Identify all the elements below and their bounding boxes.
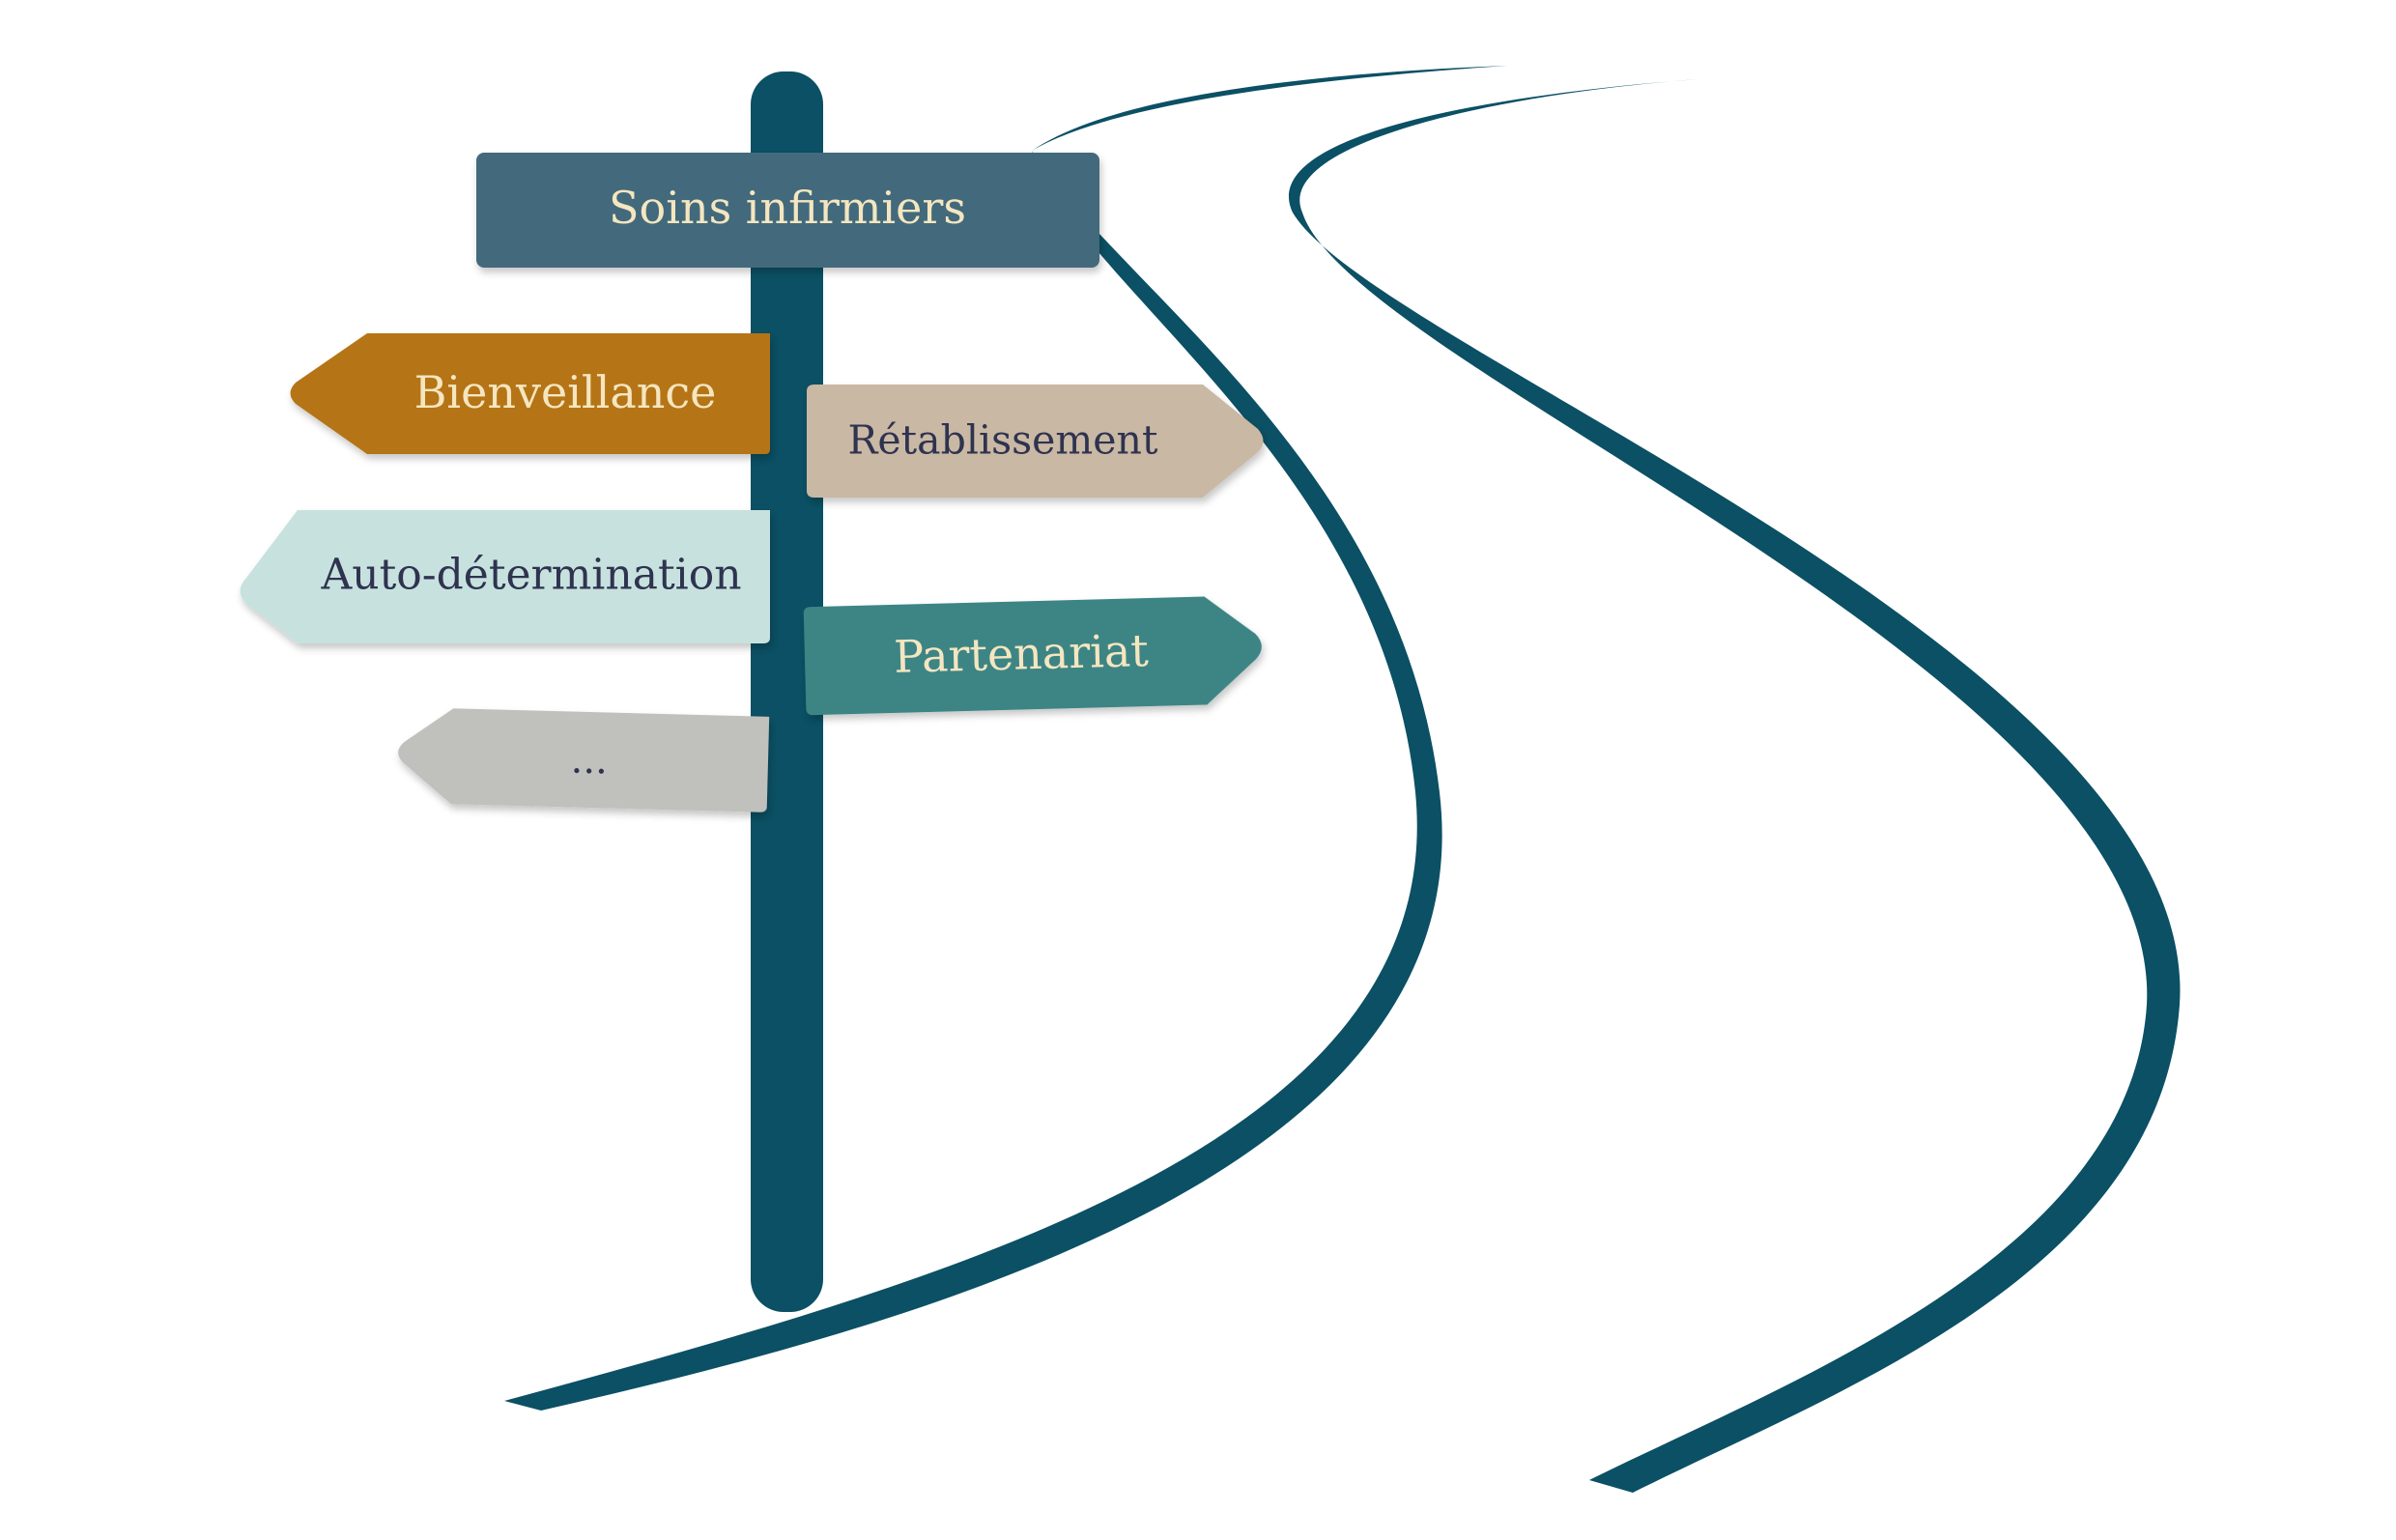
sign-partenariat <box>803 596 1262 716</box>
sign-bienveillance <box>290 333 770 454</box>
sign-bienveillance-label: Bienveillance <box>414 366 717 418</box>
sign-partenariat-label: Partenariat <box>893 624 1150 683</box>
sign-autodetermination-label: Auto-détermination <box>320 551 741 600</box>
sign-more-label: ... <box>570 738 608 784</box>
title-sign-label: Soins infirmiers <box>609 182 966 234</box>
sign-retablissement-label: Rétablissement <box>848 417 1158 464</box>
title-sign <box>476 153 1099 268</box>
sign-autodetermination <box>240 510 770 643</box>
sign-retablissement <box>807 385 1264 498</box>
sign-more <box>398 708 770 813</box>
